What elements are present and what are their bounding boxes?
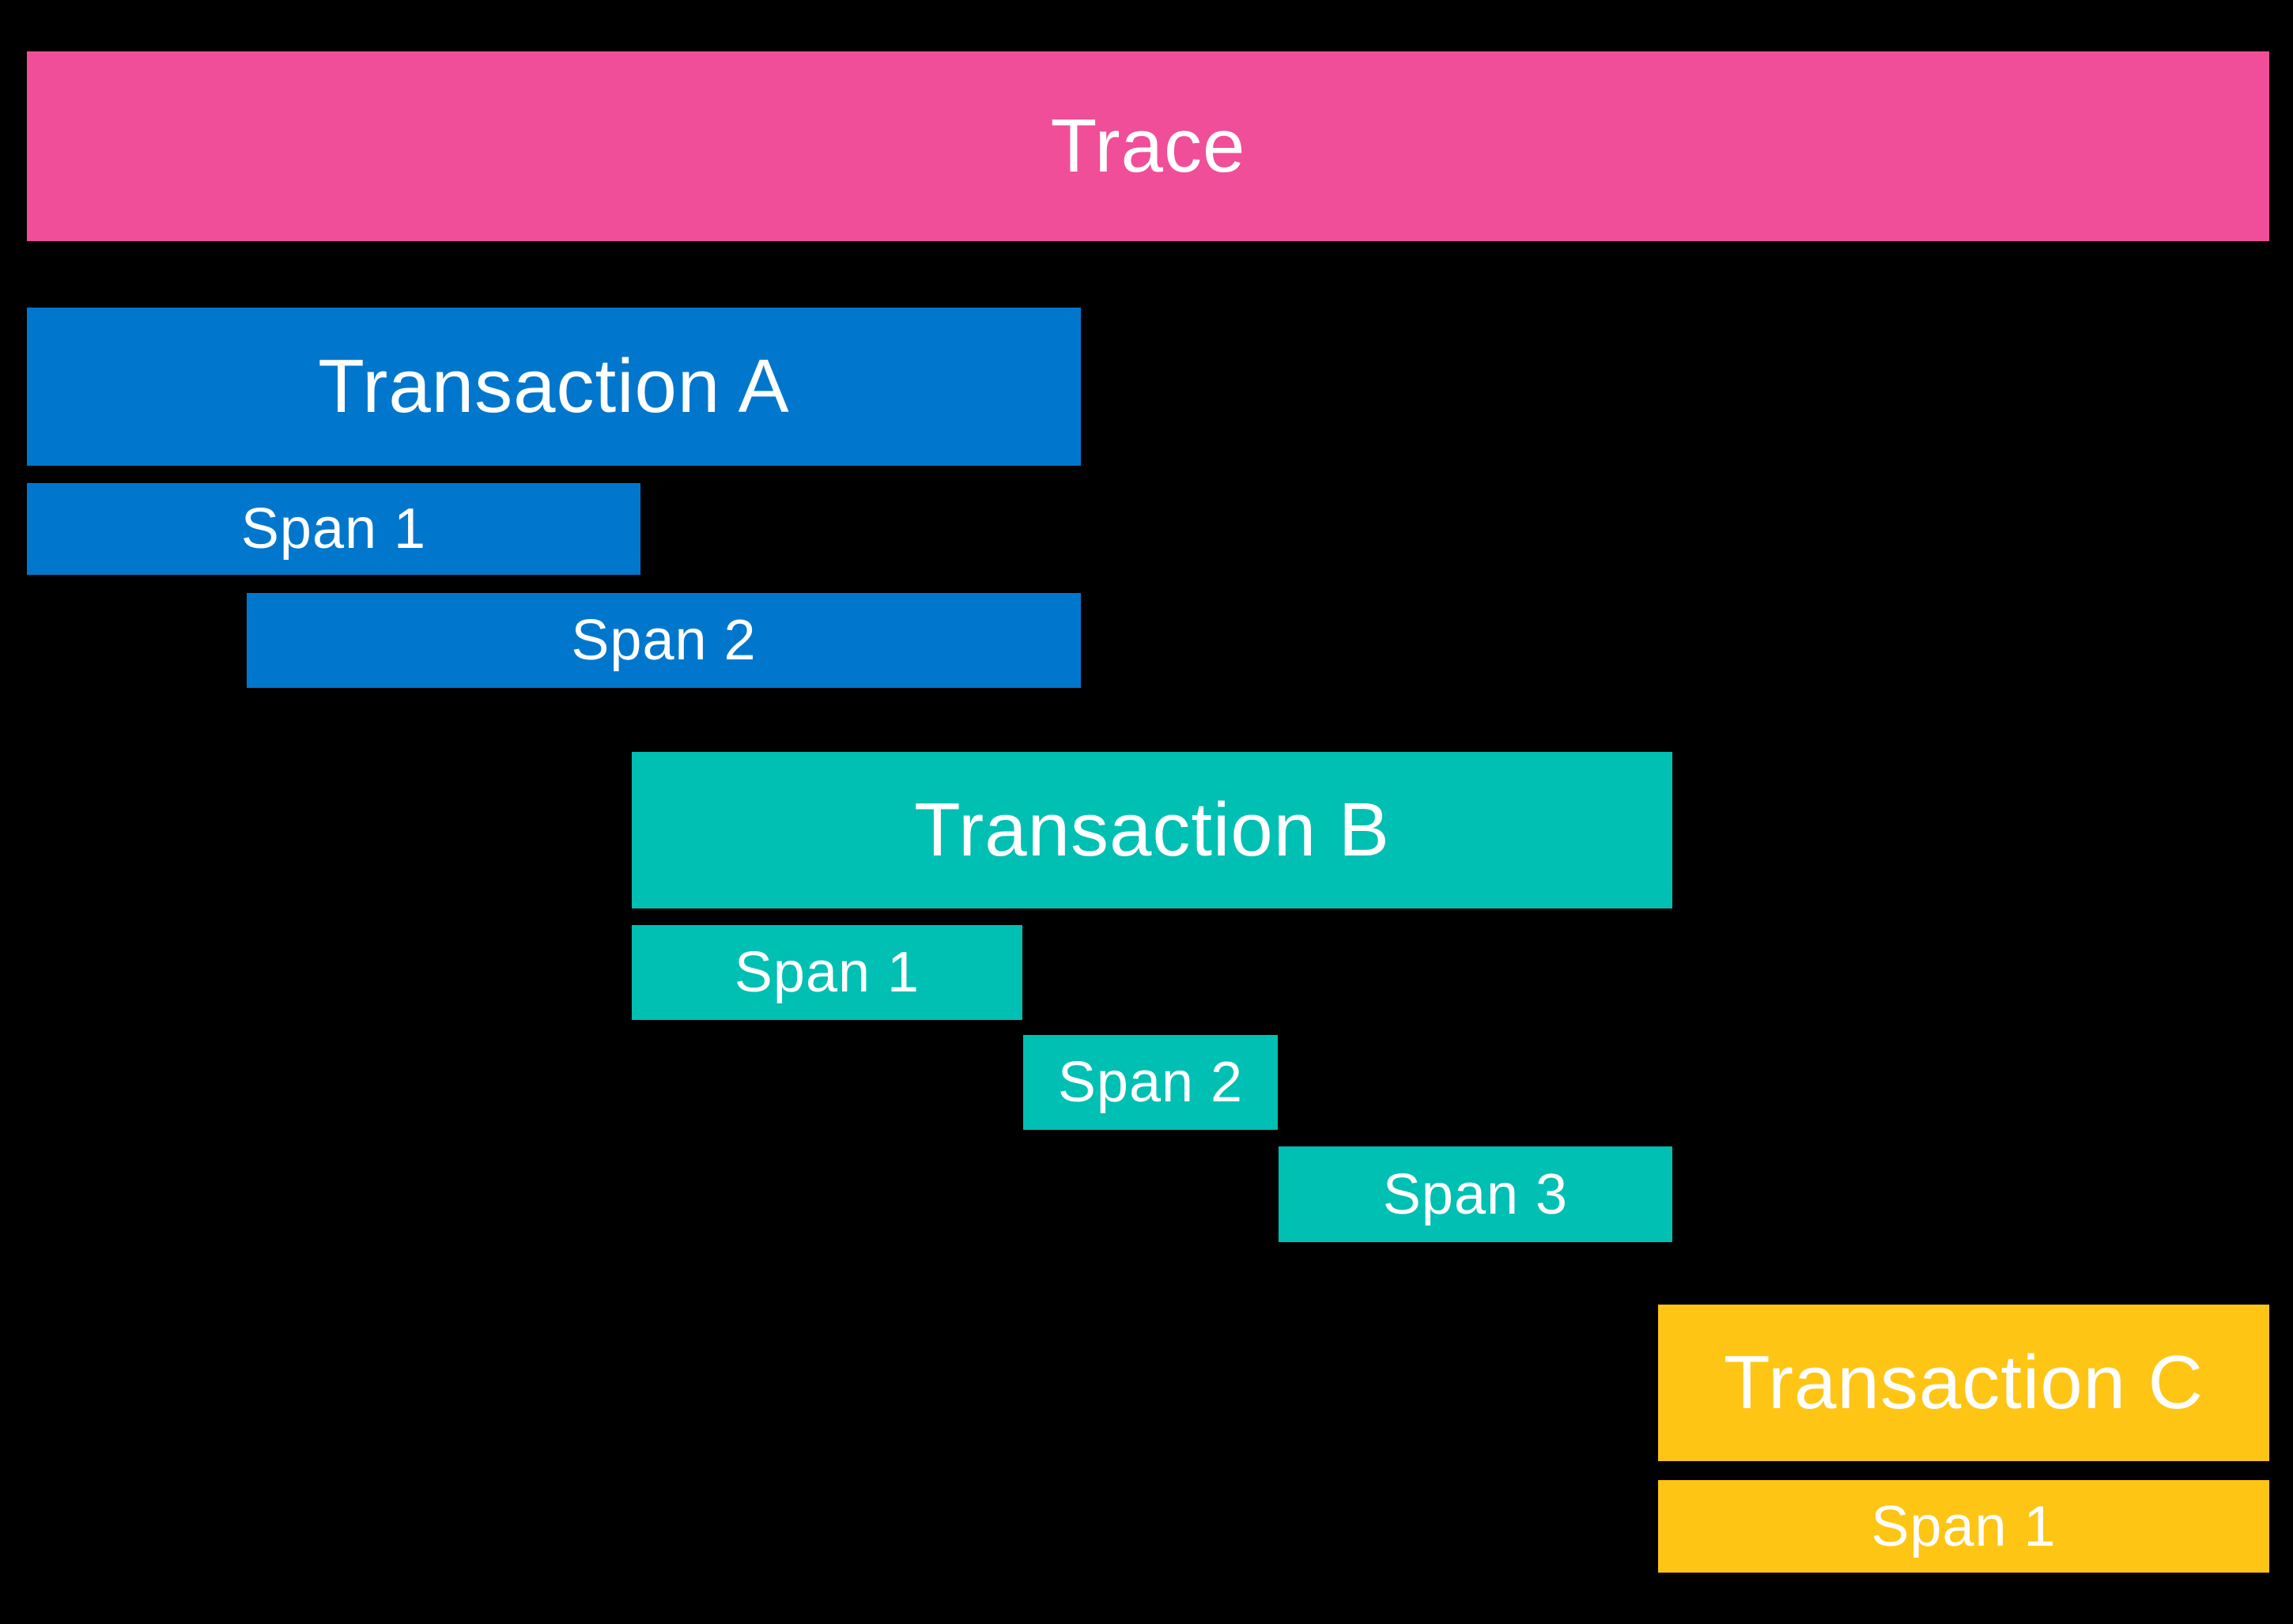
transaction-b-label: Transaction B [914, 787, 1390, 872]
transaction-a-span-2-label: Span 2 [571, 609, 757, 672]
transaction-a-span-1-label: Span 1 [240, 497, 427, 561]
trace-bar: Trace [27, 51, 2269, 241]
transaction-a-bar: Transaction A [27, 308, 1081, 466]
transaction-b-span-3-label: Span 3 [1382, 1162, 1569, 1226]
transaction-b-span-1-bar: Span 1 [632, 925, 1022, 1020]
transaction-c-label: Transaction C [1724, 1340, 2204, 1425]
transaction-c-span-1-bar: Span 1 [1658, 1480, 2269, 1573]
transaction-a-label: Transaction A [318, 344, 790, 429]
transaction-b-span-2-bar: Span 2 [1023, 1035, 1278, 1130]
transaction-c-bar: Transaction C [1658, 1305, 2269, 1461]
transaction-b-span-3-bar: Span 3 [1279, 1146, 1672, 1242]
transaction-b-span-2-label: Span 2 [1057, 1051, 1244, 1114]
transaction-b-bar: Transaction B [632, 752, 1672, 908]
transaction-a-span-2-bar: Span 2 [247, 593, 1081, 688]
transaction-b-span-1-label: Span 1 [734, 941, 920, 1004]
transaction-a-span-1-bar: Span 1 [27, 483, 640, 575]
trace-label: Trace [1050, 104, 1246, 188]
transaction-c-span-1-label: Span 1 [1871, 1494, 2057, 1558]
